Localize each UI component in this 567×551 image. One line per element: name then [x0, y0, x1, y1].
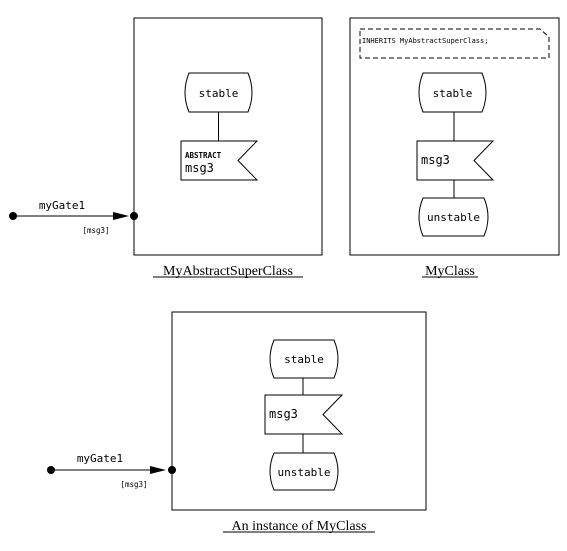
- state-label: stable: [199, 87, 239, 100]
- gate-end-dot: [168, 466, 176, 474]
- abstract-state-stable: stable: [184, 72, 253, 113]
- input-symbol: [180, 140, 259, 181]
- state-symbol: [269, 452, 339, 491]
- input-signal-label: msg3: [185, 161, 214, 175]
- myclass-diagram: INHERITS MyAbstractSuperClass; stable ms…: [349, 17, 560, 279]
- state-symbol: [418, 197, 489, 237]
- gate-arrowhead: [113, 212, 129, 220]
- state-label: unstable: [427, 211, 480, 224]
- state-label: stable: [433, 87, 473, 100]
- myclass-state-unstable: unstable: [418, 197, 489, 237]
- state-symbol: [184, 72, 253, 113]
- myclass-frame: [349, 17, 560, 256]
- gate-end-dot: [130, 212, 138, 220]
- myclass-state-stable: stable: [418, 72, 487, 113]
- gate-bottom: myGate1 [msg3]: [47, 452, 176, 489]
- instance-input-msg3: msg3: [264, 394, 344, 435]
- diagram-caption: MyAbstractSuperClass: [163, 264, 293, 279]
- input-signal-label: msg3: [269, 407, 298, 421]
- myclass-input-msg3: msg3: [416, 140, 495, 181]
- state-symbol: [418, 72, 487, 113]
- gate-signal-list: [msg3]: [82, 226, 109, 235]
- gate-name: myGate1: [77, 452, 123, 465]
- instance-state-unstable: unstable: [269, 452, 339, 491]
- gate-signal-list: [msg3]: [120, 480, 147, 489]
- input-signal-label: msg3: [421, 153, 450, 167]
- abstract-input-msg3: ABSTRACT msg3: [180, 140, 259, 181]
- input-symbol: [264, 394, 344, 435]
- abstract-class-diagram: stable ABSTRACT msg3 MyAbstractSuperClas…: [133, 17, 323, 279]
- gate-arrowhead: [150, 466, 166, 474]
- text-symbol-border: [359, 28, 550, 59]
- state-label: stable: [284, 353, 324, 366]
- gate-top: myGate1 [msg3]: [9, 199, 138, 235]
- instance-state-stable: stable: [269, 339, 339, 379]
- input-symbol: [416, 140, 495, 181]
- abstract-class-frame: [133, 17, 323, 256]
- instance-diagram: stable msg3 unstable An instance of MyCl…: [171, 311, 427, 534]
- gate-name: myGate1: [39, 199, 85, 212]
- diagram-caption: MyClass: [425, 264, 475, 279]
- abstract-keyword: ABSTRACT: [185, 151, 222, 160]
- inherits-text-symbol: INHERITS MyAbstractSuperClass;: [359, 28, 550, 59]
- state-label: unstable: [278, 466, 331, 479]
- diagram-caption: An instance of MyClass: [232, 519, 367, 534]
- instance-frame: [171, 311, 427, 511]
- inherits-text: INHERITS MyAbstractSuperClass;: [362, 37, 488, 45]
- state-symbol: [269, 339, 339, 379]
